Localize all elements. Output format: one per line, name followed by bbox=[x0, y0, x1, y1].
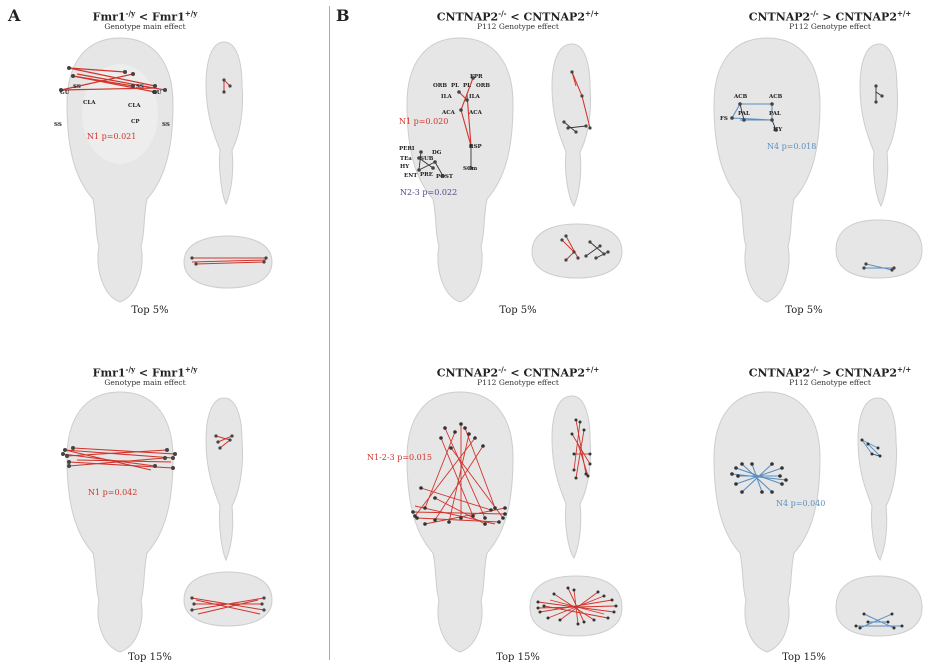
panel-label-a: A bbox=[8, 6, 20, 25]
region-label: FPR bbox=[470, 74, 483, 80]
cnt-lt-top15-coronal-brain bbox=[524, 574, 628, 640]
cnt-gt-top15-coronal-brain bbox=[830, 574, 925, 640]
stat-label: N1 p=0.020 bbox=[399, 117, 448, 126]
region-label: ENT bbox=[404, 173, 417, 179]
region-label: GU bbox=[60, 90, 70, 96]
cnt-lt-bottom-subtitle: P112 Genotype effect bbox=[418, 378, 618, 387]
region-label: ORB bbox=[476, 83, 490, 89]
region-label: SS bbox=[54, 122, 62, 128]
caption-top5: Top 5% bbox=[110, 305, 190, 316]
region-label: ACA bbox=[442, 110, 455, 116]
cnt-lt-top5-coronal-brain bbox=[526, 222, 628, 282]
cnt-gt-top15-sagittal-brain bbox=[852, 396, 904, 564]
cnt-gt-bottom-subtitle: P112 Genotype effect bbox=[730, 378, 925, 387]
region-label: SS bbox=[162, 122, 170, 128]
caption-top5: Top 5% bbox=[478, 305, 558, 316]
fmr1-top-subtitle: Genotype main effect bbox=[60, 22, 230, 31]
cnt-lt-top15-dorsal-brain bbox=[395, 388, 525, 656]
region-label: SUB bbox=[420, 156, 433, 162]
region-label: ACB bbox=[769, 94, 782, 100]
region-label: PAL bbox=[769, 111, 781, 117]
cnt-gt-top-subtitle: P112 Genotype effect bbox=[730, 22, 925, 31]
stat-label: N4 p=0.018 bbox=[767, 142, 816, 151]
cnt-gt-top5-sagittal-brain bbox=[854, 42, 904, 210]
panel-divider bbox=[329, 6, 330, 660]
region-label: SCm bbox=[463, 166, 477, 172]
region-label: CLA bbox=[83, 100, 96, 106]
cnt-gt-top15-dorsal-brain bbox=[702, 388, 832, 656]
fmr1-top15-dorsal-brain bbox=[55, 388, 185, 656]
stat-label: N1-2-3 p=0.015 bbox=[367, 453, 432, 462]
region-label: PL bbox=[451, 83, 459, 89]
fmr1-top5-dorsal-brain bbox=[55, 34, 185, 306]
fmr1-bottom-subtitle: Genotype main effect bbox=[60, 378, 230, 387]
region-label: CLA bbox=[128, 103, 141, 109]
region-label: FS bbox=[720, 116, 728, 122]
cnt-gt-top5-coronal-brain bbox=[830, 218, 925, 282]
stat-label: N4 p=0.040 bbox=[776, 499, 825, 508]
cnt-gt-top5-dorsal-brain bbox=[702, 34, 832, 306]
caption-top5: Top 5% bbox=[764, 305, 844, 316]
region-label: ACA bbox=[469, 110, 482, 116]
stat-label: N1 p=0.042 bbox=[88, 488, 137, 497]
cnt-lt-top15-sagittal-brain bbox=[546, 394, 598, 562]
region-label: ILA bbox=[469, 94, 480, 100]
stat-label: N1 p=0.021 bbox=[87, 132, 136, 141]
region-label: RSP bbox=[469, 144, 482, 150]
fmr1-top5-sagittal-brain bbox=[200, 40, 248, 208]
region-label: HY bbox=[400, 164, 409, 170]
region-label: ILA bbox=[441, 94, 452, 100]
region-label: HY bbox=[773, 127, 782, 133]
fmr1-top15-coronal-brain bbox=[178, 570, 278, 630]
region-label: PRE bbox=[420, 172, 433, 178]
caption-top15: Top 15% bbox=[764, 652, 844, 663]
fmr1-top15-sagittal-brain bbox=[200, 396, 248, 564]
fmr1-top5-coronal-brain bbox=[178, 234, 278, 290]
region-label: POST bbox=[436, 174, 453, 180]
cnt-lt-top-subtitle: P112 Genotype effect bbox=[418, 22, 618, 31]
region-label: SS bbox=[136, 84, 144, 90]
region-label: TEa bbox=[400, 156, 412, 162]
region-label: ACB bbox=[734, 94, 747, 100]
region-label: PERI bbox=[399, 146, 414, 152]
region-label: PL bbox=[463, 83, 471, 89]
caption-top15: Top 15% bbox=[478, 652, 558, 663]
region-label: CP bbox=[131, 119, 140, 125]
cnt-lt-top5-dorsal-brain bbox=[395, 34, 525, 306]
region-label: SS bbox=[73, 84, 81, 90]
cnt-lt-top5-sagittal-brain bbox=[546, 42, 598, 210]
stat-label: N2-3 p=0.022 bbox=[400, 188, 457, 197]
region-label: GU bbox=[152, 90, 162, 96]
panel-label-b: B bbox=[336, 6, 350, 25]
region-label: DG bbox=[432, 150, 441, 156]
caption-top15: Top 15% bbox=[110, 652, 190, 663]
region-label: PAL bbox=[738, 111, 750, 117]
region-label: ORB bbox=[433, 83, 447, 89]
